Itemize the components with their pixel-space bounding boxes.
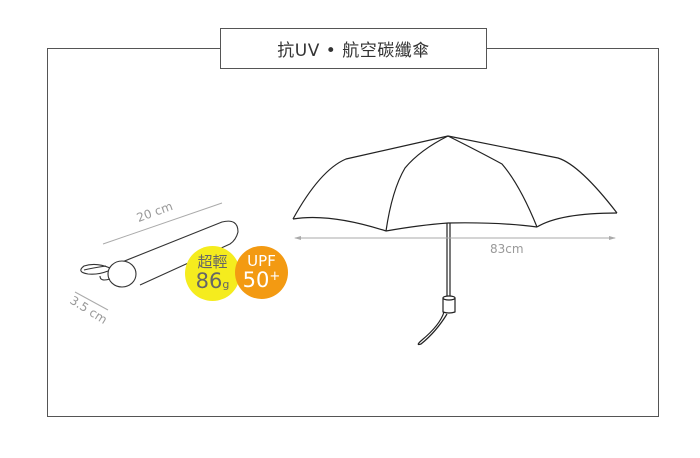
open-umbrella-icon bbox=[292, 135, 618, 346]
upf-badge: UPF 50+ bbox=[235, 246, 288, 299]
length-dimension-line bbox=[102, 202, 223, 245]
title-box: 抗UV • 航空碳纖傘 bbox=[220, 28, 487, 69]
span-label: 83cm bbox=[490, 242, 524, 256]
weight-badge: 超輕 86g bbox=[185, 246, 240, 301]
page-title: 抗UV • 航空碳纖傘 bbox=[277, 41, 430, 61]
upf-badge-value-row: 50+ bbox=[243, 270, 281, 291]
span-dimension-line bbox=[294, 236, 616, 240]
weight-badge-value-row: 86g bbox=[196, 271, 230, 292]
weight-value: 86 bbox=[195, 269, 223, 293]
diameter-dimension-line bbox=[74, 291, 109, 311]
weight-badge-title: 超輕 bbox=[197, 253, 228, 271]
weight-unit: g bbox=[222, 278, 230, 291]
upf-badge-title: UPF bbox=[247, 252, 276, 270]
upf-suffix: + bbox=[269, 269, 281, 284]
upf-value: 50 bbox=[242, 268, 270, 292]
folded-umbrella-icon bbox=[80, 220, 239, 288]
